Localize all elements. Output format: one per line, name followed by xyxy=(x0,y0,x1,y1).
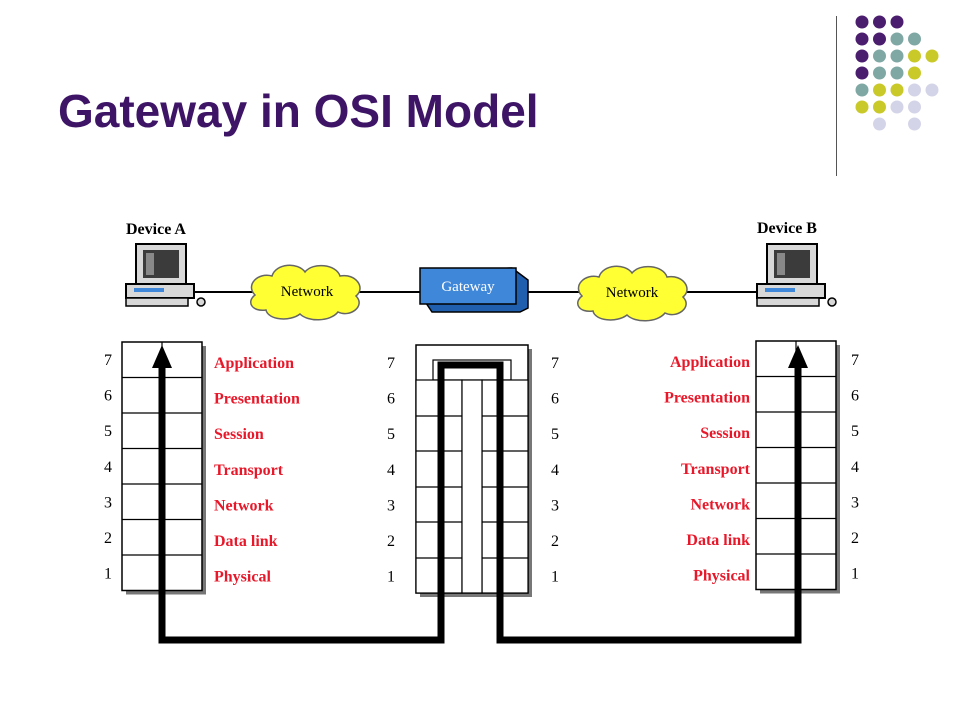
decorative-dot xyxy=(873,15,886,29)
decorative-dot xyxy=(890,66,904,80)
decorative-dot xyxy=(873,83,886,97)
decorative-dot xyxy=(890,15,904,29)
decorative-dot xyxy=(908,83,921,97)
gateway-center-gap xyxy=(461,379,483,594)
decorative-dot xyxy=(855,15,869,29)
decorative-dot xyxy=(890,100,904,114)
layer-number: 3 xyxy=(104,494,112,511)
decorative-dot xyxy=(873,32,886,46)
layer-label-left: Physical xyxy=(214,569,271,586)
layer-number: 3 xyxy=(387,497,395,514)
layer-label-right: Application xyxy=(670,354,750,371)
decorative-dot xyxy=(855,100,869,114)
decorative-dot xyxy=(855,32,869,46)
layer-number: 3 xyxy=(851,494,859,511)
layer-numbers: 7 7 7 7 6 6 6 6 5 5 5 5 4 4 4 4 3 3 3 3 2 2 2 2 1 1 1 1 xyxy=(104,352,859,586)
decorative-dot xyxy=(873,100,886,114)
network-cloud-icon xyxy=(577,265,688,322)
decorative-dot xyxy=(908,66,921,80)
layer-number: 4 xyxy=(551,462,559,479)
decorative-dot xyxy=(890,83,904,97)
layer-number: 5 xyxy=(851,423,859,440)
gateway-label: Gateway xyxy=(441,279,495,295)
layer-label-left: Application xyxy=(214,355,294,372)
layer-label-left: Transport xyxy=(214,462,284,479)
layer-number: 5 xyxy=(387,426,395,443)
data-flow-path xyxy=(158,360,802,644)
layer-number: 2 xyxy=(551,533,559,550)
gateway-box-icon xyxy=(419,267,529,313)
layer-label-right: Presentation xyxy=(664,390,750,407)
decorative-dot xyxy=(925,49,939,63)
layer-number: 5 xyxy=(551,426,559,443)
decorative-dot-grid xyxy=(855,15,939,131)
layer-label-left: Session xyxy=(214,426,264,443)
computer-icon xyxy=(125,243,206,307)
layer-number: 2 xyxy=(851,530,859,547)
layer-number: 2 xyxy=(104,530,112,547)
decorative-dot xyxy=(908,117,921,131)
layer-label-right: Network xyxy=(690,496,750,513)
decorative-dot xyxy=(855,83,869,97)
network-left-label: Network xyxy=(281,284,334,300)
decorative-dot xyxy=(908,100,921,114)
layer-labels-left: ApplicationPresentationSessionTransportN… xyxy=(214,355,300,586)
layer-label-right: Session xyxy=(700,425,750,442)
decorative-dot xyxy=(890,49,904,63)
device-b-label: Device B xyxy=(757,220,817,237)
layer-number: 1 xyxy=(551,569,559,586)
layer-number: 6 xyxy=(851,388,859,405)
layer-number: 4 xyxy=(387,462,395,479)
layer-number: 7 xyxy=(387,355,395,372)
computer-icon xyxy=(756,243,837,307)
network-right-label: Network xyxy=(606,285,659,301)
layer-label-left: Presentation xyxy=(214,391,300,408)
decorative-dot xyxy=(908,49,921,63)
decorative-dot xyxy=(873,117,886,131)
device-a-label: Device A xyxy=(126,221,186,238)
layer-label-right: Transport xyxy=(681,461,751,478)
layer-label-left: Network xyxy=(214,497,274,514)
decorative-dot xyxy=(925,83,939,97)
layer-label-right: Data link xyxy=(686,532,750,549)
decorative-dot xyxy=(855,49,869,63)
decorative-dot xyxy=(855,66,869,80)
network-cloud-icon xyxy=(250,264,361,321)
layer-number: 1 xyxy=(387,569,395,586)
layer-number: 7 xyxy=(104,352,112,369)
slide-title: Gateway in OSI Model xyxy=(58,85,539,137)
arrow-up-icon xyxy=(152,345,172,368)
title-divider xyxy=(836,16,837,176)
layer-number: 2 xyxy=(387,533,395,550)
decorative-dot xyxy=(873,49,886,63)
layer-number: 7 xyxy=(551,355,559,372)
layer-label-right: Physical xyxy=(693,568,750,585)
layer-number: 4 xyxy=(104,459,112,476)
decorative-dot xyxy=(890,32,904,46)
decorative-dot xyxy=(873,66,886,80)
layer-number: 3 xyxy=(551,497,559,514)
layer-number: 5 xyxy=(104,423,112,440)
layer-number: 1 xyxy=(104,566,112,583)
decorative-dot xyxy=(908,32,921,46)
arrow-up-icon xyxy=(788,345,808,368)
layer-number: 1 xyxy=(851,566,859,583)
layer-labels-right: ApplicationPresentationSessionTransportN… xyxy=(664,354,751,585)
layer-number: 6 xyxy=(104,388,112,405)
layer-number: 4 xyxy=(851,459,859,476)
layer-number: 6 xyxy=(551,391,559,408)
layer-label-left: Data link xyxy=(214,533,278,550)
layer-number: 7 xyxy=(851,352,859,369)
layer-number: 6 xyxy=(387,391,395,408)
